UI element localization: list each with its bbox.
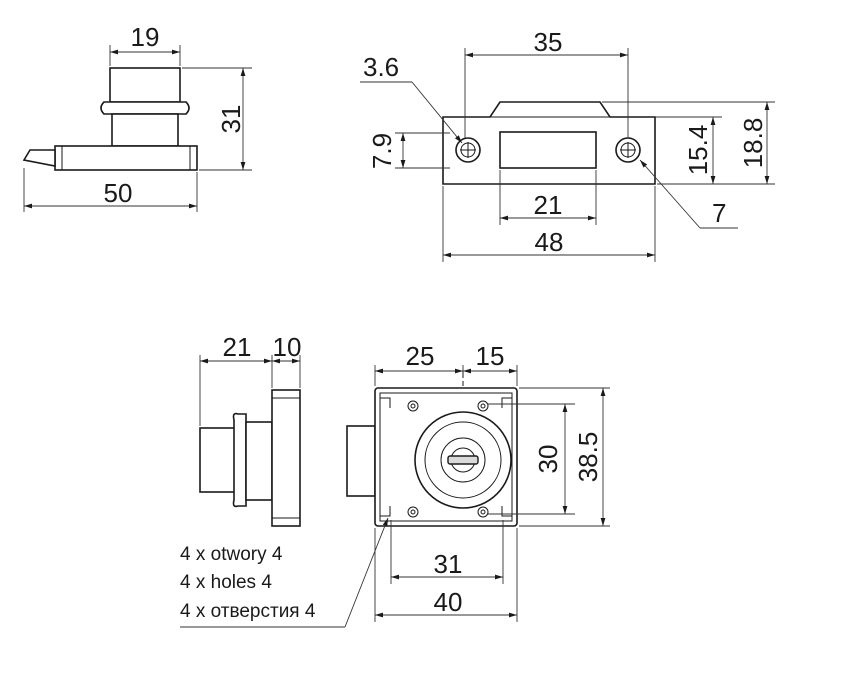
dim-lock-offset-b: 15	[476, 341, 505, 371]
dim-strike-hole-large: 7	[712, 198, 726, 228]
dim-lock-height: 38.5	[573, 432, 603, 483]
dim-side-width-top: 19	[131, 22, 160, 52]
dim-strike-offset-v: 7.9	[367, 133, 397, 169]
note-english: 4 x holes 4	[180, 572, 272, 593]
strike-plate-view: 35 3.6 7.9 15.4 18.8 21 48 7	[360, 27, 775, 262]
dim-strike-slot-width: 21	[534, 190, 563, 220]
note-polish: 4 x otwory 4	[180, 544, 283, 565]
dim-lock-hole-spacing-v: 30	[533, 445, 563, 474]
lock-side-view: 21 10	[199, 332, 302, 527]
dim-lock-depth-b: 10	[273, 332, 302, 362]
holes-note: 4 x otwory 4 4 x holes 4 4 x отверстия 4	[180, 544, 316, 622]
dim-lock-width: 40	[434, 587, 463, 617]
dim-side-length: 50	[104, 178, 133, 208]
note-russian: 4 x отверстия 4	[180, 601, 316, 622]
lock-front-view: 25 15 30 38.5 31 40	[180, 341, 610, 628]
dim-strike-height-outer: 18.8	[738, 118, 768, 169]
dim-strike-height-inner: 15.4	[683, 125, 713, 176]
dim-lock-offset-a: 25	[406, 341, 435, 371]
dim-strike-hole-small: 3.6	[363, 52, 399, 82]
side-view: 19 31 50	[22, 22, 252, 212]
dim-strike-total-width: 48	[535, 227, 564, 257]
dim-lock-depth-a: 21	[223, 332, 252, 362]
dim-lock-hole-spacing-h: 31	[434, 549, 463, 579]
dim-strike-hole-spacing: 35	[534, 27, 563, 57]
dim-side-height: 31	[216, 105, 246, 134]
